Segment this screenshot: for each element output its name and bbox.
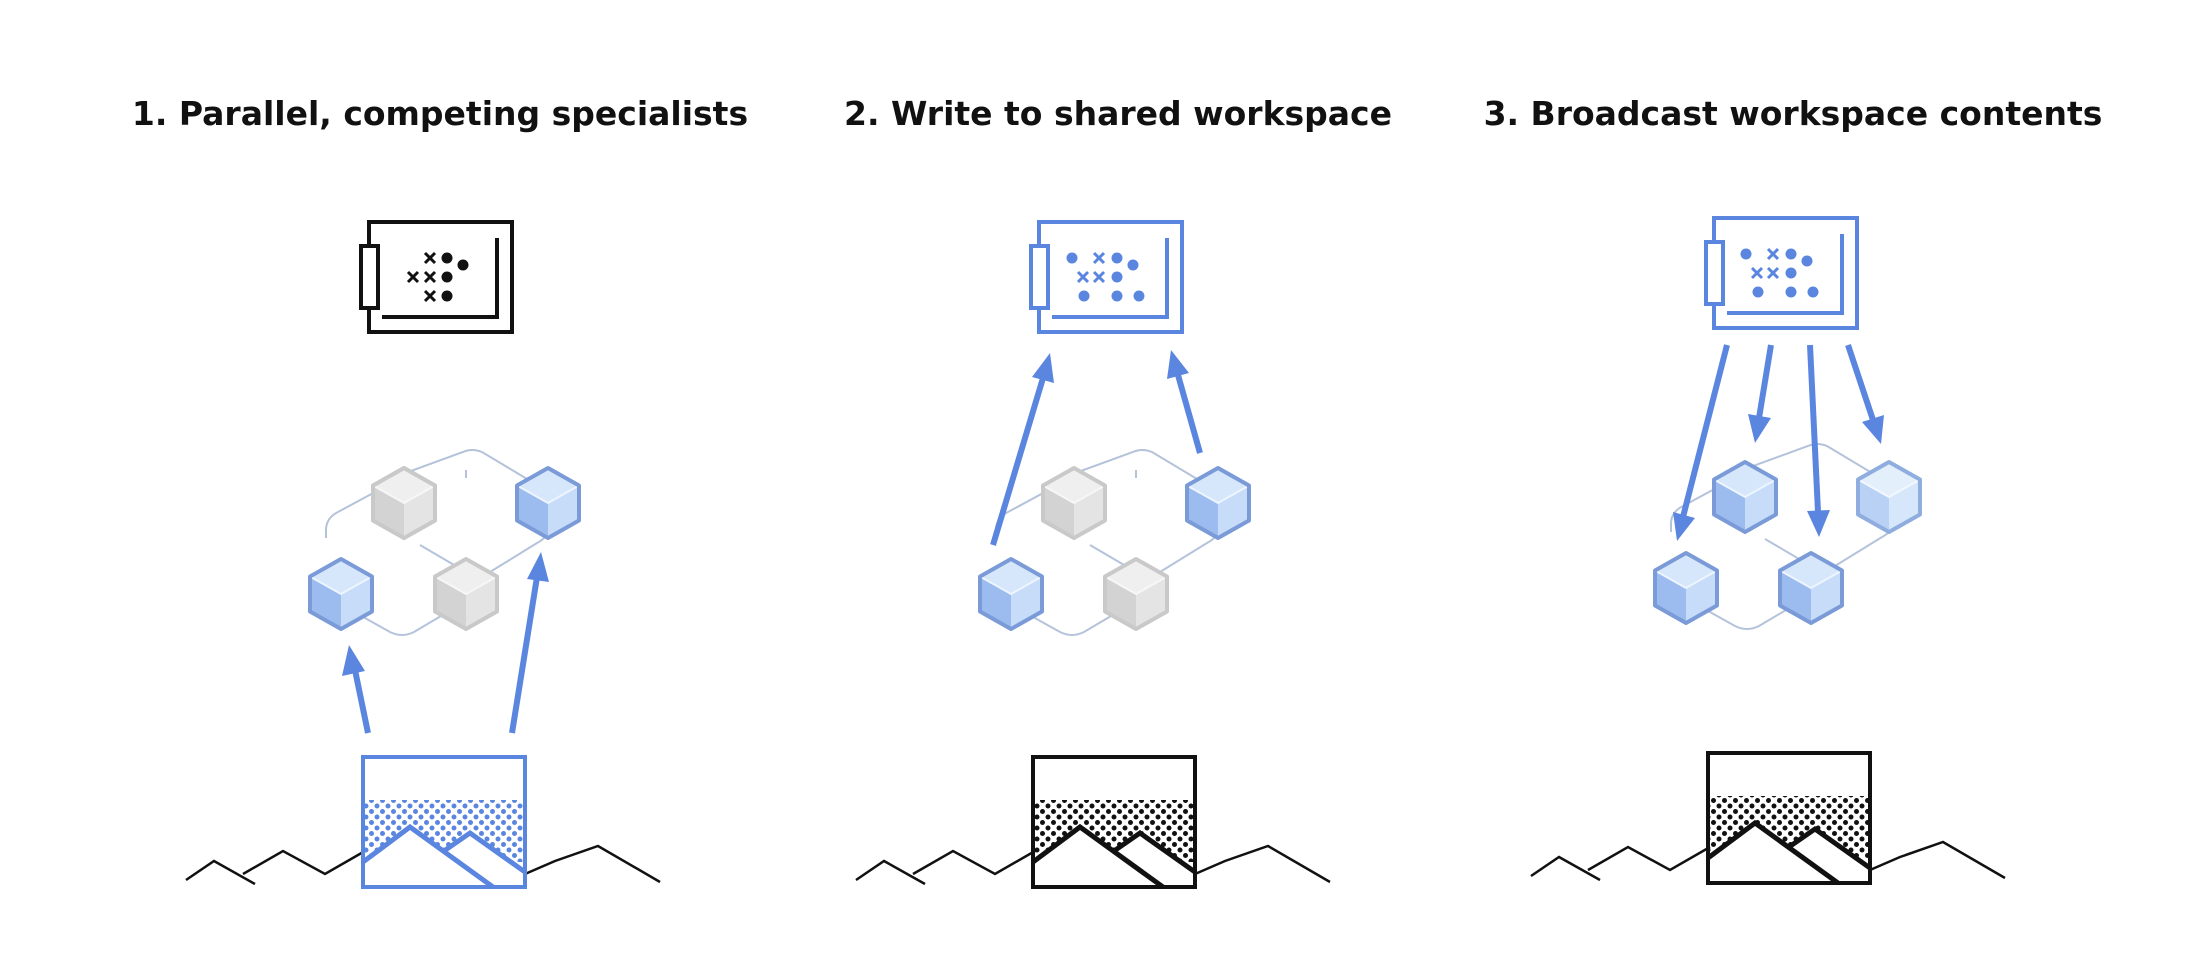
input-scene-icon [1530, 751, 2006, 886]
flow-arrow-icon [1807, 344, 1830, 537]
flow-arrow-icon [1845, 344, 1884, 444]
panel-2-title: 2. Write to shared workspace [844, 94, 1392, 133]
specialist-cube-icon [1041, 466, 1107, 540]
specialist-cube-icon [1712, 460, 1778, 534]
specialist-cube-icon [1103, 557, 1169, 631]
specialist-cube-icon [515, 466, 581, 540]
flow-arrow-icon [342, 645, 371, 734]
specialist-cube-icon [1185, 466, 1251, 540]
panel-1-title: 1. Parallel, competing specialists [132, 94, 748, 133]
panel-2 [855, 220, 1331, 890]
specialist-cube-icon [1778, 551, 1844, 625]
specialist-cube-icon [371, 466, 437, 540]
flow-arrow-icon [1167, 350, 1203, 454]
specialist-cube-icon [308, 557, 374, 631]
input-scene-icon [855, 755, 1331, 890]
specialist-cube-icon [978, 557, 1044, 631]
panel-1 [185, 220, 661, 890]
specialist-cube-icon [433, 557, 499, 631]
panel-3-title: 3. Broadcast workspace contents [1484, 94, 2103, 133]
input-scene-icon [185, 755, 661, 890]
workspace-board-icon [359, 220, 514, 334]
workspace-board-icon [1704, 216, 1859, 330]
specialist-cube-icon [1856, 460, 1922, 534]
specialist-cube-icon [1653, 551, 1719, 625]
panel-3 [1530, 216, 2006, 886]
flow-arrow-icon [1748, 344, 1774, 443]
flow-arrow-icon [509, 552, 549, 734]
flow-arrow-icon [1673, 344, 1730, 541]
flow-arrow-icon [990, 353, 1054, 546]
workspace-board-icon [1029, 220, 1184, 334]
